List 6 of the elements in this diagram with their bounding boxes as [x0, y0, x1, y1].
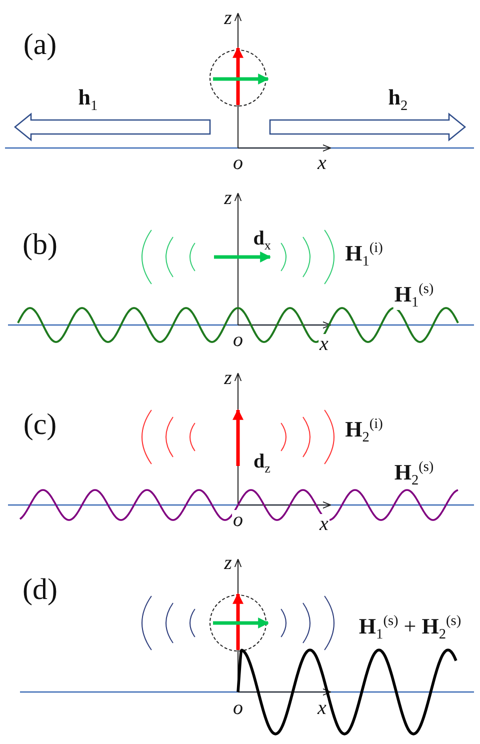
panel-label: (c): [22, 410, 58, 440]
panel-label: (b): [22, 230, 58, 260]
field-label: d$_{z}$: [252, 452, 272, 474]
panel-label: (a): [22, 30, 58, 60]
panel-label: (d): [22, 575, 58, 605]
field-label: d$_{x}$: [252, 228, 272, 252]
